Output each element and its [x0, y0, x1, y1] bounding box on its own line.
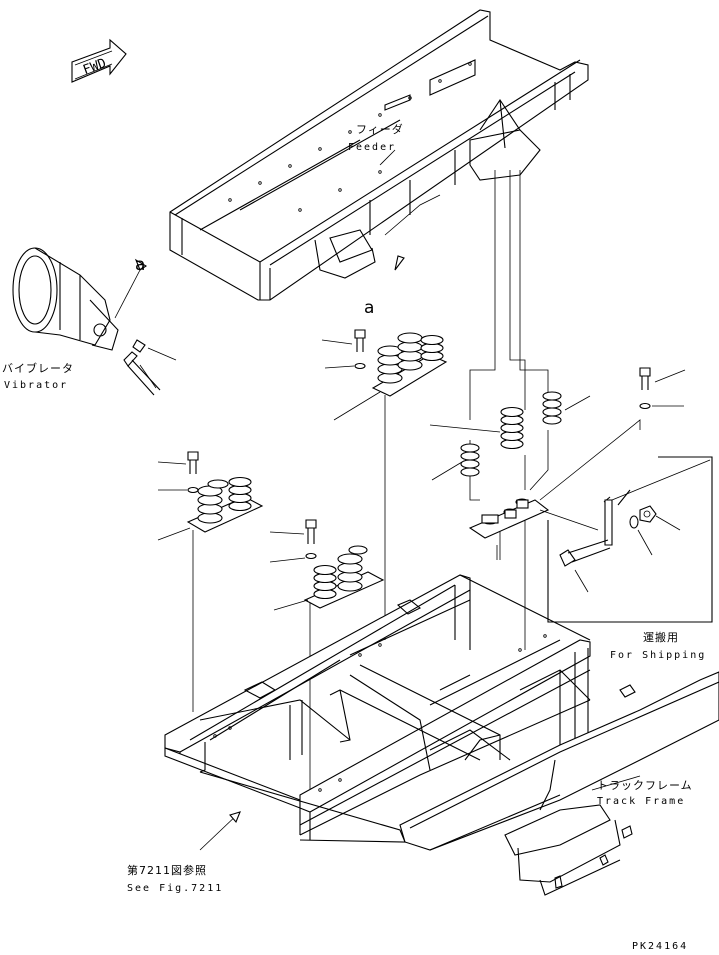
leader-line [273, 599, 309, 611]
leader-line [269, 557, 306, 563]
leader-line [655, 515, 681, 531]
leader-line [147, 347, 177, 361]
leader-line [637, 529, 653, 556]
leader-line [431, 461, 463, 481]
leader-line [611, 459, 711, 501]
view-a-label-2: a [364, 298, 374, 318]
bolt-washer-right [639, 367, 651, 410]
leader-line [564, 395, 591, 411]
leader-line [539, 509, 599, 531]
shipping-label-jp: 運搬用 [643, 630, 679, 644]
leader-line [157, 461, 187, 465]
leader-lines [192, 170, 641, 795]
spring-mount-3 [186, 451, 264, 533]
shipping-label-en: For Shipping [610, 650, 706, 661]
feeder-label-en: Feeder [348, 142, 396, 153]
vibrator-label-jp: バイブレータ [2, 361, 74, 375]
track-frame [399, 671, 719, 896]
leader-line [654, 369, 686, 383]
leader-line [379, 149, 396, 166]
leader-line [139, 364, 157, 389]
vibrator-label-en: Vibrator [4, 380, 68, 391]
leader-line [324, 365, 355, 369]
leader-line [321, 339, 353, 345]
spring-mount-1 [354, 329, 448, 397]
leader-line [591, 775, 641, 791]
forward-arrow-icon [71, 38, 127, 83]
vibrator-assembly [12, 247, 161, 396]
spring-mount-2 [460, 391, 562, 539]
drawing-code: PK24164 [632, 941, 688, 952]
leader-line [269, 531, 305, 535]
feeder-label-jp: フィーダ [356, 122, 404, 136]
see-fig-label-jp: 第7211図参照 [127, 863, 207, 877]
arrow-head-icon [394, 255, 405, 271]
arrow-head-icon [229, 811, 241, 824]
see-fig-label-en: See Fig.7211 [127, 883, 223, 894]
main-frame [164, 574, 591, 843]
spring-mount-4 [303, 519, 385, 609]
shipping-detail-box [547, 456, 713, 623]
leader-line [574, 569, 589, 593]
leader-line [429, 424, 501, 433]
leader-line [333, 391, 381, 421]
leader-line [157, 527, 191, 541]
feeder-assembly [169, 9, 589, 301]
view-a-label-1: a [135, 255, 145, 275]
track-frame-label-jp: トラックフレーム [597, 779, 693, 792]
track-frame-label-en: Track Frame [597, 796, 685, 807]
